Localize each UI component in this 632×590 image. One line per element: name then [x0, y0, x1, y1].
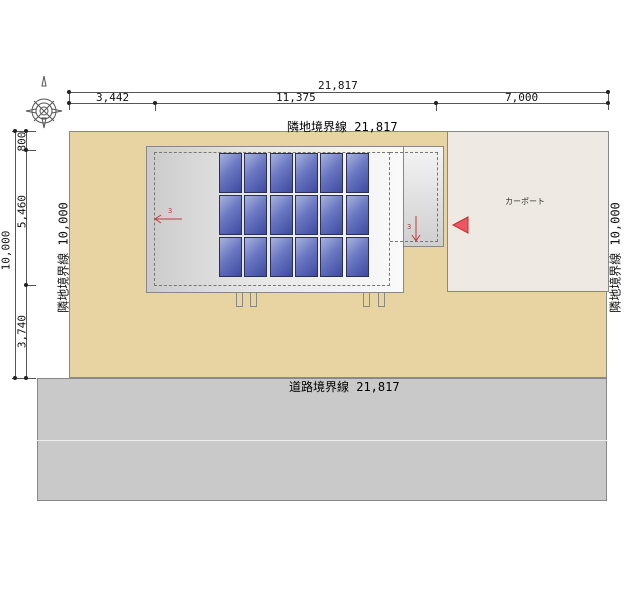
support-post [363, 292, 370, 307]
south-boundary-label: 道路境界線 21,817 [289, 380, 400, 394]
solar-panel [269, 237, 293, 277]
building-extension [400, 146, 444, 247]
solar-panel [345, 237, 369, 277]
left-seg-2-dim: 5,460 [15, 194, 29, 229]
solar-panel [244, 195, 268, 235]
support-post [378, 292, 385, 307]
top-seg-2-dim: 11,375 [276, 91, 316, 104]
carport-label: カーポート [505, 197, 545, 206]
compass-icon [25, 75, 63, 129]
solar-panel [345, 195, 369, 235]
top-total-dim: 21,817 [318, 79, 358, 92]
slope-arrow-west-icon [154, 214, 182, 224]
solar-panel [294, 195, 318, 235]
solar-panel [320, 237, 344, 277]
entrance-marker-icon [452, 216, 469, 234]
left-seg-3-dim: 3,740 [15, 314, 29, 349]
solar-panel [244, 153, 268, 193]
solar-panel [219, 195, 242, 235]
support-post [236, 292, 243, 307]
solar-panel [269, 153, 293, 193]
top-seg-3-dim: 7,000 [505, 91, 539, 104]
left-total-dim: 10,000 [0, 230, 13, 271]
north-boundary-label: 隣地境界線 21,817 [287, 120, 398, 134]
east-boundary-label: 隣地境界線 10,000 [608, 202, 623, 313]
west-boundary-label: 隣地境界線 10,000 [56, 202, 71, 313]
support-post [250, 292, 257, 307]
slope-mark-west: 3 [168, 207, 173, 215]
carport-area [447, 131, 609, 292]
left-seg-1-dim: 800 [15, 131, 29, 152]
top-seg-1-dim: 3,442 [96, 91, 130, 104]
solar-panel [320, 153, 344, 193]
slope-mark-south: 3 [407, 223, 412, 231]
solar-panel [219, 237, 242, 277]
solar-panel [269, 195, 293, 235]
solar-panel [244, 237, 268, 277]
road-area [37, 378, 607, 501]
solar-panel [320, 195, 344, 235]
solar-panel [219, 153, 242, 193]
roof-outline-ext [390, 152, 438, 242]
solar-panel [294, 237, 318, 277]
solar-panel [294, 153, 318, 193]
solar-panel [345, 153, 369, 193]
slope-arrow-south-icon [411, 216, 421, 242]
